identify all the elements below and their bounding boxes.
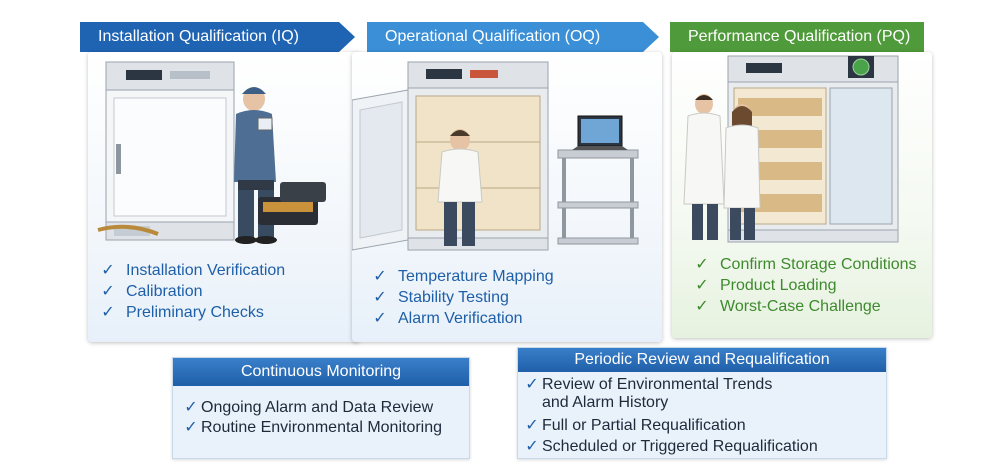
pq-stage-header: Performance Qualification (PQ) <box>670 22 924 52</box>
checkmark-icon: ✓ <box>184 419 198 436</box>
list-item: ✓Product Loading <box>692 275 917 296</box>
list-item: ✓Confirm Storage Conditions <box>692 254 916 275</box>
list-item: ✓Alarm Verification <box>370 308 554 329</box>
oq-stage-header: Operational Qualification (OQ) <box>367 22 659 52</box>
checkmark-icon: ✓ <box>373 268 387 285</box>
checkmark-icon: ✓ <box>101 262 115 279</box>
periodic-review-box: Periodic Review and Requalification ✓Rev… <box>517 347 887 459</box>
checkmark-icon: ✓ <box>695 277 709 294</box>
incubator-cabinet <box>105 61 235 241</box>
checkmark-icon: ✓ <box>373 289 387 306</box>
list-item: ✓Routine Environmental Monitoring <box>184 419 443 436</box>
checkmark-icon: ✓ <box>373 310 387 327</box>
tool-case <box>258 182 326 225</box>
checkmark-icon: ✓ <box>695 256 709 273</box>
checkmark-icon: ✓ <box>525 417 539 434</box>
list-item: ✓Worst-Case Challenge <box>692 296 917 317</box>
iq-panel: ✓Installation Verification ✓Calibration … <box>88 52 360 342</box>
list-item: ✓Calibration <box>98 281 285 302</box>
checkmark-icon: ✓ <box>101 304 115 321</box>
periodic-review-title: Periodic Review and Requalification <box>518 348 886 372</box>
iq-stage-header: Installation Qualification (IQ) <box>80 22 355 52</box>
oq-panel: ✓Temperature Mapping ✓Stability Testing … <box>352 52 662 342</box>
pq-checklist: ✓Confirm Storage Conditions ✓Product Loa… <box>692 254 917 317</box>
pq-illustration <box>683 55 899 243</box>
periodic-review-list: ✓Review of Environmental Trends and Alar… <box>524 376 818 457</box>
list-item: ✓Stability Testing <box>370 287 554 308</box>
list-item: ✓Temperature Mapping <box>370 266 553 287</box>
list-item: ✓Preliminary Checks <box>98 302 285 323</box>
iq-checklist: ✓Installation Verification ✓Calibration … <box>98 260 285 323</box>
incubator-cabinet-open <box>352 61 549 251</box>
continuous-monitoring-list: ✓Ongoing Alarm and Data Review ✓Routine … <box>183 398 442 438</box>
checkmark-icon: ✓ <box>101 283 115 300</box>
monitor-globe-icon <box>848 56 874 78</box>
checkmark-icon: ✓ <box>184 399 198 416</box>
list-item: ✓Scheduled or Triggered Requalification <box>525 438 818 455</box>
checkmark-icon: ✓ <box>695 298 709 315</box>
continuous-monitoring-title: Continuous Monitoring <box>173 358 469 386</box>
scientist-figures <box>683 94 761 240</box>
oq-checklist: ✓Temperature Mapping ✓Stability Testing … <box>370 266 554 329</box>
pq-panel: ✓Confirm Storage Conditions ✓Product Loa… <box>672 52 932 338</box>
oq-illustration <box>352 61 639 251</box>
list-item: ✓Installation Verification <box>98 260 285 281</box>
checkmark-icon: ✓ <box>525 438 539 455</box>
continuous-monitoring-box: Continuous Monitoring ✓Ongoing Alarm and… <box>172 357 470 459</box>
checkmark-icon: ✓ <box>525 376 539 393</box>
list-item: ✓Full or Partial Requalification <box>525 417 746 434</box>
list-item: ✓Review of Environmental Trends and Alar… <box>525 376 773 411</box>
technician-figure <box>437 129 483 246</box>
laptop-cart <box>557 115 639 245</box>
iq-illustration <box>97 61 326 244</box>
list-item: ✓Ongoing Alarm and Data Review <box>184 399 434 416</box>
